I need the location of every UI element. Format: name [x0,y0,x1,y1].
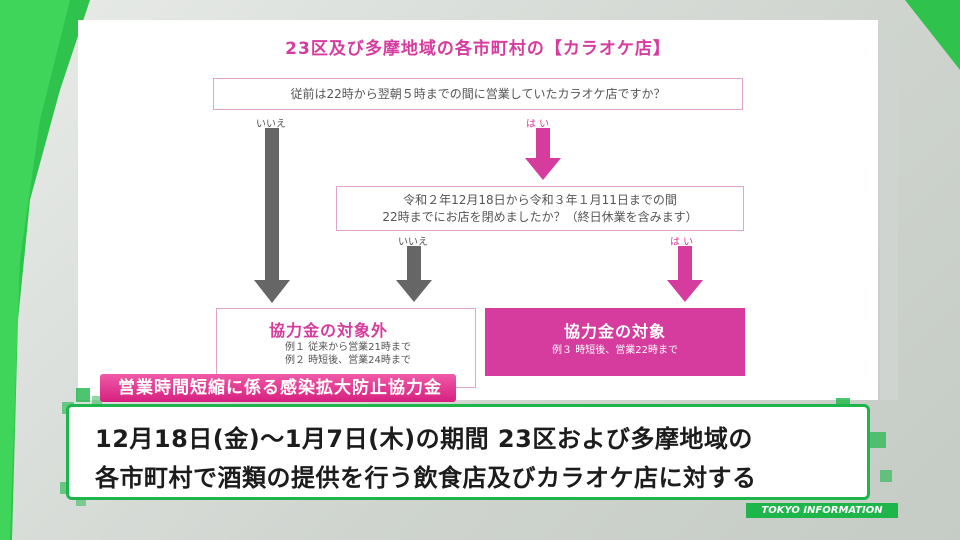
caption-line-2: 各市町村で酒類の提供を行う飲食店及びカラオケ店に対する [95,464,757,492]
pink-arrow-down-icon [667,246,703,302]
yes-label-1: は い [526,119,550,130]
result-eligible-title: 協力金の対象 [563,322,666,341]
question2-line1: 令和２年12月18日から令和３年１月11日までの間 [403,193,677,207]
question2-line2: 22時までにお店を閉めましたか？（終日休業を含みます） [382,210,698,224]
question-box-2: 令和２年12月18日から令和３年１月11日までの間 22時までにお店を閉めました… [336,186,744,231]
caption-topic-label: 営業時間短縮に係る感染拡大防止協力金 [100,374,456,402]
result-eligible-example: 例３ 時短後、営業22時まで [552,345,678,356]
gray-arrow-down-icon [396,246,432,302]
result-eligible-box: 協力金の対象 例３ 時短後、営業22時まで [485,308,745,376]
deco-square [92,396,102,406]
result-not-eligible-examples: 例１ 従来から営業21時まで 例２ 時短後、営業24時まで [285,341,411,367]
deco-square [880,470,892,482]
gray-arrow-down-icon [254,128,290,303]
deco-square [76,388,90,402]
caption-line-1: 12月18日(金)～1月7日(木)の期間 23区および多摩地域の [95,425,753,453]
yes-label-2: は い [670,237,694,248]
caption-box: 12月18日(金)～1月7日(木)の期間 23区および多摩地域の 各市町村で酒類… [66,404,870,500]
flowchart-card: 23区及び多摩地域の各市町村の【カラオケ店】 従前は22時から翌朝５時までの間に… [78,20,878,400]
no-label-1: いいえ [256,119,286,130]
deco-square [870,432,886,448]
tokyo-information-tag: TOKYO INFORMATION [746,503,898,518]
example-1: 例１ 従来から営業21時まで [285,342,411,353]
flowchart-title: 23区及び多摩地域の各市町村の【カラオケ店】 [285,39,671,59]
result-not-eligible-title: 協力金の対象外 [269,321,389,340]
deco-square [76,496,86,506]
card-shadow [880,40,898,400]
pink-arrow-down-icon [525,128,561,180]
no-label-2: いいえ [398,237,428,248]
example-2: 例２ 時短後、営業24時まで [285,355,411,366]
question-box-1: 従前は22時から翌朝５時までの間に営業していたカラオケ店ですか？ [213,78,743,110]
